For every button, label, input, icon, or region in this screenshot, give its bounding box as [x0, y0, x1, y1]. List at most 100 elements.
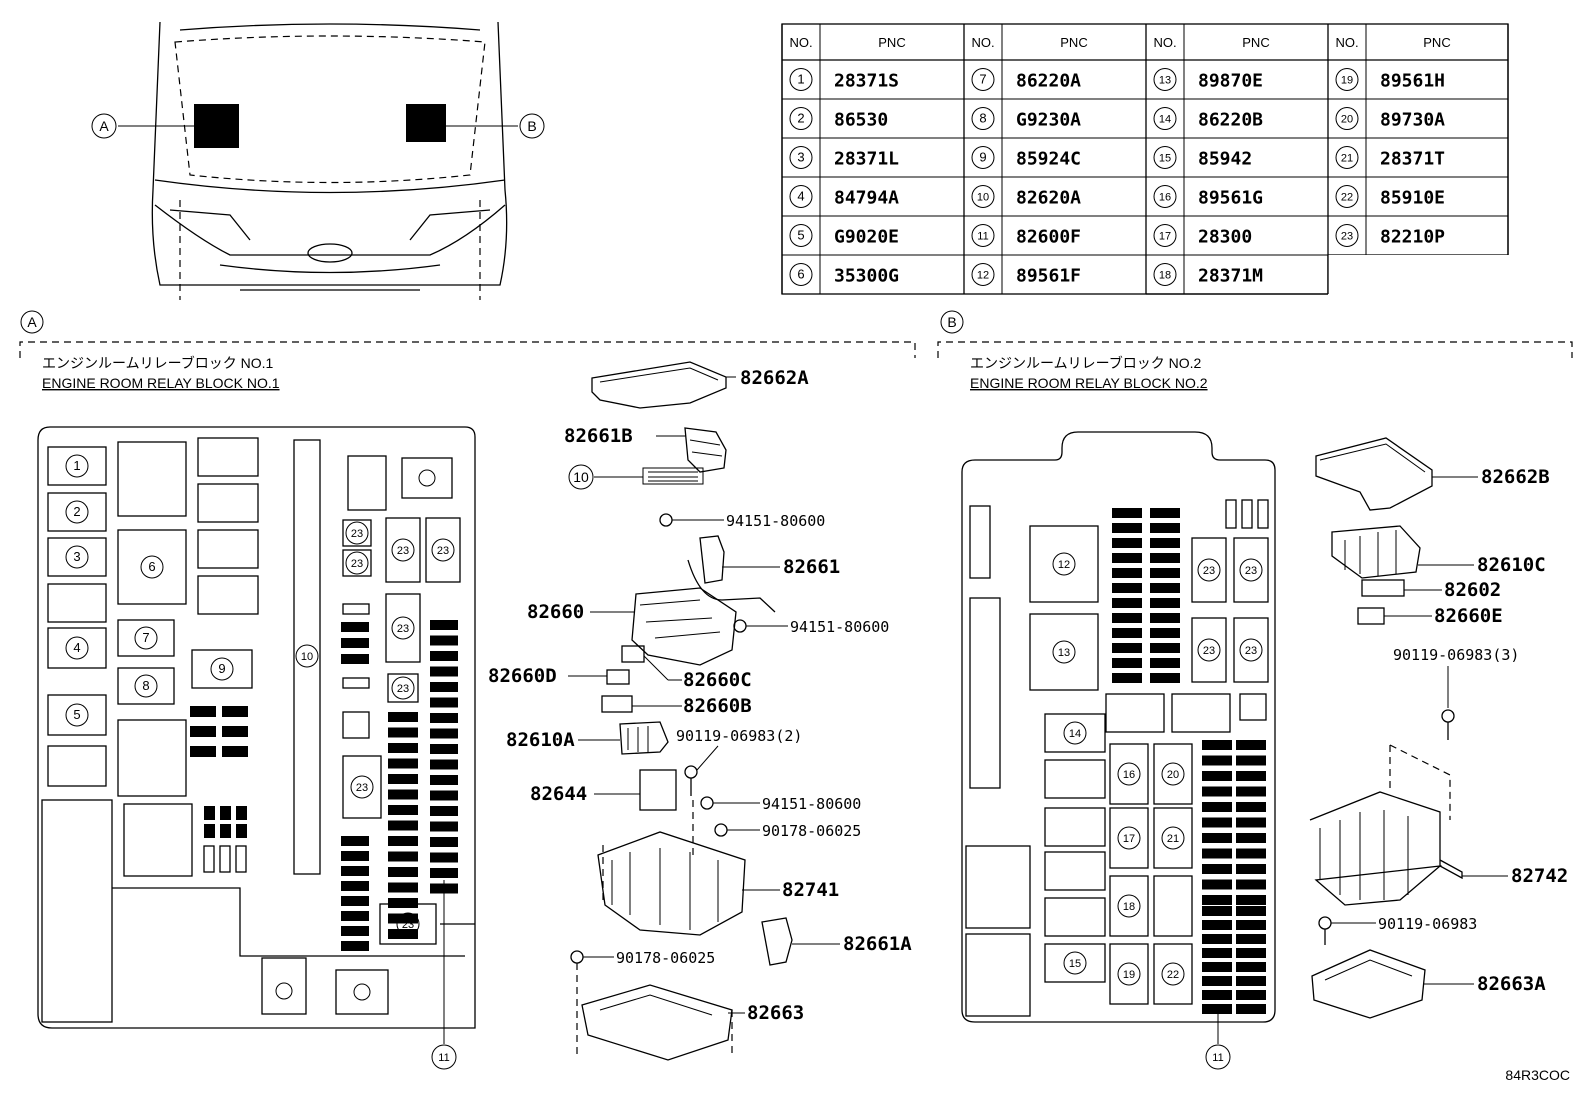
fuse [1236, 833, 1266, 843]
row-number: 22 [1341, 192, 1353, 204]
fuse [190, 706, 216, 717]
svg-text:23: 23 [1203, 565, 1215, 577]
row-number-circle [789, 146, 813, 169]
row-number: 20 [1341, 114, 1353, 126]
fuse [1202, 962, 1232, 972]
svg-text:23: 23 [397, 623, 409, 635]
fuse [1112, 658, 1142, 668]
row-pnc: 86220B [1198, 110, 1263, 131]
row-number: 5 [797, 228, 804, 243]
fuse-slot [203, 845, 215, 873]
part-82644: 82644 [530, 783, 587, 805]
fuse [1202, 1004, 1232, 1014]
fuse-strip [293, 439, 321, 875]
fuse [1150, 508, 1180, 518]
relay-slot [965, 933, 1031, 1017]
relay-slot [1109, 875, 1149, 937]
svg-text:1: 1 [73, 458, 80, 473]
relay-slot [1044, 713, 1106, 753]
relay-slot [1233, 617, 1269, 683]
row-number: 12 [977, 270, 989, 282]
callout-11-a: 11 [431, 1044, 457, 1070]
relay-slot [1109, 943, 1149, 1005]
row-pnc: 89561G [1198, 188, 1263, 209]
relay-slot [385, 593, 421, 663]
relay-slot [1109, 807, 1149, 869]
row-number: 11 [977, 231, 988, 243]
callout-3: 3 [65, 545, 89, 569]
relay-slot [197, 529, 259, 569]
fuse-slot [342, 603, 370, 615]
fuse [1236, 740, 1266, 750]
callout-23: 23 [391, 616, 415, 640]
relay-slot [385, 517, 421, 583]
fuse [388, 712, 418, 722]
fuse [1202, 755, 1232, 766]
callout-12: 12 [1052, 552, 1076, 576]
fuse [1202, 740, 1232, 750]
callout-1: 1 [65, 454, 89, 478]
fuse [1202, 990, 1232, 1000]
svg-text:5: 5 [73, 707, 80, 722]
fuse [1236, 906, 1266, 916]
section-a-title-en: ENGINE ROOM RELAY BLOCK NO.1 [42, 375, 280, 391]
relay-slot [1109, 743, 1149, 805]
relay-slot [387, 673, 419, 703]
row-number: 6 [797, 267, 804, 282]
relay-block-2-location [406, 104, 446, 142]
relay-slot [1029, 525, 1099, 603]
svg-text:12: 12 [1058, 559, 1070, 571]
row-number-circle [1335, 107, 1359, 130]
relay-slot [41, 799, 113, 1023]
svg-text:19: 19 [1123, 969, 1135, 981]
callout-6: 6 [140, 555, 164, 579]
fuse [430, 868, 458, 878]
fuse [430, 728, 458, 739]
fuse [1236, 755, 1266, 766]
row-pnc: 82600F [1016, 227, 1081, 248]
part-94151-c: 94151-80600 [762, 795, 861, 813]
svg-text:10: 10 [301, 651, 313, 663]
relay-slot [1044, 807, 1106, 847]
relay-slot [1153, 807, 1193, 869]
part-82660E: 82660E [1434, 605, 1503, 627]
stud-icon [418, 469, 436, 487]
row-pnc: 89561H [1380, 71, 1445, 92]
fuse [341, 866, 369, 876]
fuse [388, 805, 418, 815]
fuse [1112, 523, 1142, 533]
fuse [1202, 976, 1232, 986]
callout-10: 10 [573, 469, 589, 485]
callout-23: 23 [1197, 558, 1221, 582]
relay-slot [47, 446, 107, 486]
callout-8: 8 [134, 674, 158, 698]
callout-17: 17 [1117, 826, 1141, 850]
row-number: 15 [1159, 153, 1171, 165]
relay-slot [261, 957, 307, 1015]
fuse [388, 727, 418, 738]
callout-14: 14 [1063, 721, 1087, 745]
relay-slot [1171, 693, 1231, 733]
fuse [1112, 628, 1142, 638]
column-header-pnc: PNC [878, 35, 905, 50]
svg-text:11: 11 [1212, 1052, 1223, 1064]
row-number: 16 [1159, 192, 1171, 204]
relay-slot [191, 649, 253, 689]
fuse [1236, 948, 1266, 958]
fuse [1150, 643, 1180, 653]
exploded-parts-b: 82662B 82610C 82602 82660E 90119-06983(3… [1309, 437, 1568, 1019]
row-number-circle [1153, 185, 1177, 208]
marker-b-overview: B [527, 118, 536, 134]
callout-7: 7 [134, 626, 158, 650]
fuse [430, 806, 458, 816]
relay-slot [47, 694, 107, 736]
part-90119-3: 90119-06983(3) [1393, 646, 1519, 664]
callout-16: 16 [1117, 762, 1141, 786]
fuse [236, 824, 247, 838]
